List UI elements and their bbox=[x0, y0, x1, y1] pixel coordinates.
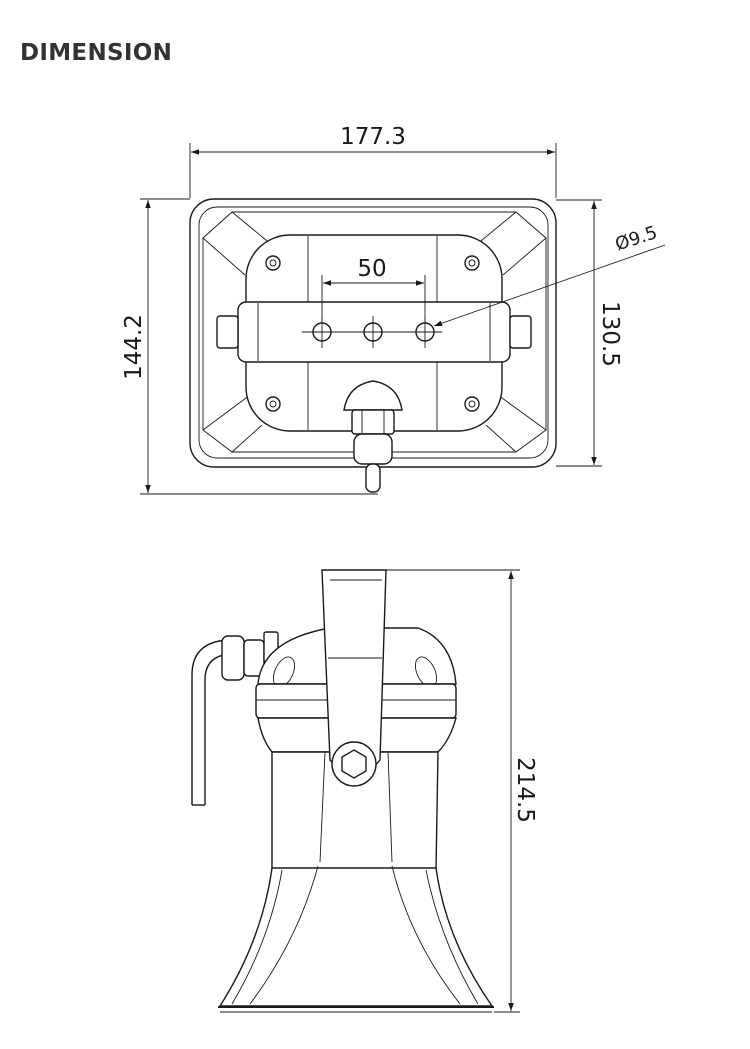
front-view: 177.3 144.2 130.5 50 Ø9.5 bbox=[121, 124, 666, 495]
housing-screws bbox=[265, 255, 480, 412]
hole-spacing-dimension-label: 50 bbox=[357, 256, 386, 282]
width-dimension-label: 177.3 bbox=[340, 124, 406, 150]
side-height-dimension-label: 214.5 bbox=[512, 757, 538, 823]
hole-diameter-label: Ø9.5 bbox=[613, 222, 660, 255]
side-horn-flare bbox=[218, 867, 494, 1007]
side-view: 214.5 bbox=[191, 569, 538, 1013]
height-dimension-label: 144.2 bbox=[121, 314, 147, 380]
inner-height-dimension-label: 130.5 bbox=[597, 301, 623, 367]
hole-diameter-leader bbox=[433, 244, 666, 327]
page-title: DIMENSION bbox=[20, 40, 173, 66]
